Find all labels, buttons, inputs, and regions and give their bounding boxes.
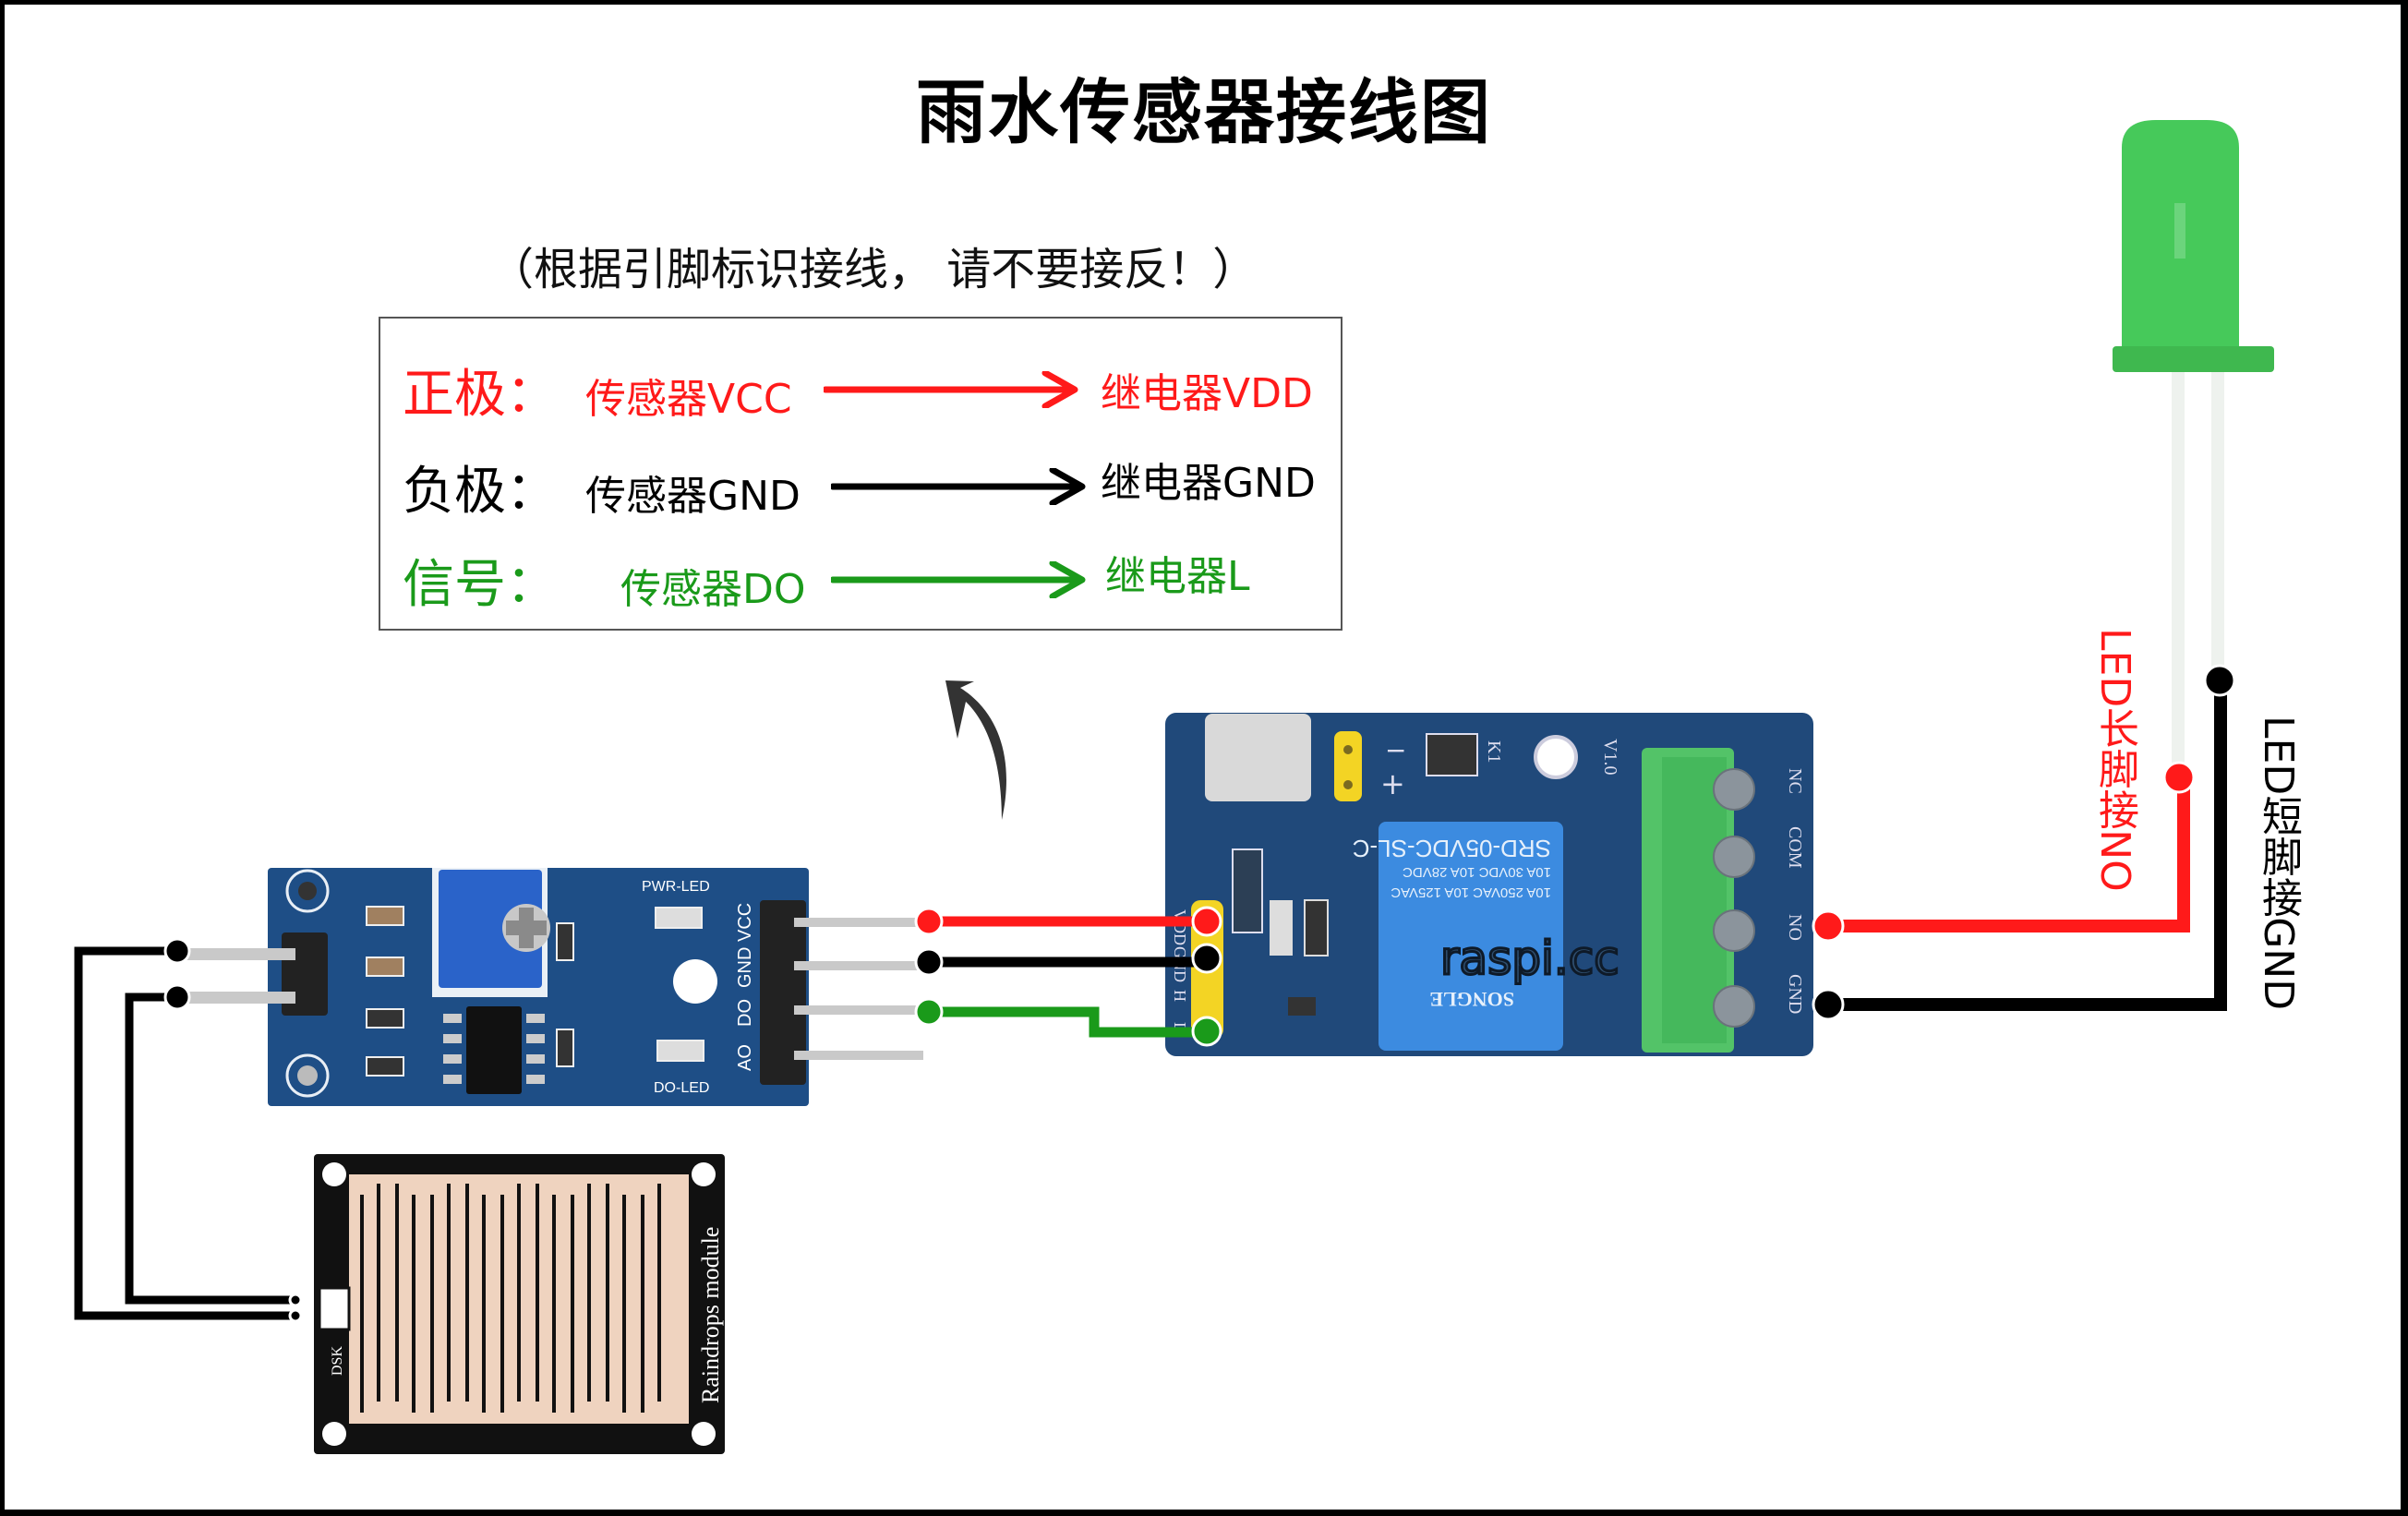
comb-trace xyxy=(641,1195,644,1413)
comb-trace xyxy=(552,1195,556,1413)
sensor-module: PWR-LED DO-LED VCC GND DO AO xyxy=(175,868,923,1106)
comb-trace xyxy=(395,1184,399,1402)
watermark: raspi.cc xyxy=(1440,932,1619,985)
wire-no-led-long xyxy=(1828,777,2190,932)
dot-relay-out-gnd xyxy=(1812,988,1845,1021)
comb-trace xyxy=(377,1184,380,1402)
page-title: 雨水传感器接线图 xyxy=(916,71,1492,153)
pin-label-vcc: VCC xyxy=(735,903,755,942)
rain-plate: Raindrops module DSK xyxy=(314,1154,725,1454)
led-component xyxy=(2113,120,2274,778)
comb-trace xyxy=(536,1184,539,1402)
comb-trace xyxy=(606,1184,609,1402)
comb-trace xyxy=(447,1184,451,1402)
comb-trace xyxy=(517,1184,521,1402)
arrow-right-icon xyxy=(831,561,1086,598)
dot-relay-no xyxy=(1812,909,1845,943)
minus-silk: − xyxy=(1385,735,1406,765)
comb-trace xyxy=(482,1195,486,1413)
dot-probe-1 xyxy=(163,937,191,965)
dot-probe-2 xyxy=(163,983,191,1011)
terminal-label-no: NO xyxy=(1785,914,1805,941)
legend-from: 传感器GND xyxy=(585,473,801,520)
led-long-leg-label: LED长脚接NO xyxy=(2091,628,2138,892)
comb-trace xyxy=(622,1195,626,1413)
terminal-label-gnd: GND xyxy=(1785,974,1805,1014)
do-led-label: DO-LED xyxy=(654,1080,709,1096)
relay-rating-1: 10A 30VDC 10A 28VDC xyxy=(1403,864,1551,880)
relay-rating-2: 10A 250VAC 10A 125VAC xyxy=(1391,884,1551,900)
pin-label-ao: AO xyxy=(735,1044,755,1071)
dot-sensor-vcc xyxy=(914,907,944,936)
comb-trace xyxy=(412,1195,415,1413)
wiring-legend: 正极： 传感器VCC 继电器VDD 负极： 传感器GND 继电器GND 信号： … xyxy=(379,317,1342,631)
dot-led-short xyxy=(2203,664,2236,697)
pin-label-do: DO xyxy=(735,999,755,1027)
dsk-label: DSK xyxy=(330,1346,345,1376)
dot-sensor-gnd xyxy=(914,947,944,977)
k1-silk: K1 xyxy=(1484,740,1504,763)
wires xyxy=(74,680,2227,1320)
relay-pin-label-vdd: VDD xyxy=(1171,909,1189,945)
terminal-label-nc: NC xyxy=(1785,768,1805,794)
junction-dots xyxy=(163,664,2236,1323)
curved-arrow-icon xyxy=(945,680,1006,820)
comb-trace xyxy=(500,1195,504,1413)
legend-row-positive: 正极： 传感器VCC 继电器VDD xyxy=(380,353,1341,427)
relay-module: − + K1 V1.0 VDD GND H L SRD-05VDC-SL-C 1… xyxy=(1165,713,1813,1056)
terminal-label-com: COM xyxy=(1785,826,1805,869)
dot-relay-vdd xyxy=(1191,906,1222,937)
wiring-note: （根据引脚标识接线， 请不要接反！） xyxy=(489,244,1258,295)
legend-to: 继电器L xyxy=(1105,553,1250,600)
relay-brand: SONGLE xyxy=(1429,988,1514,1011)
relay-model: SRD-05VDC-SL-C xyxy=(1353,835,1551,862)
dot-led-long xyxy=(2162,761,2196,794)
raindrops-module-label: Raindrops module xyxy=(697,1227,724,1403)
legend-label: 信号： xyxy=(403,555,558,615)
comb-trace xyxy=(430,1195,434,1413)
pwr-led-label: PWR-LED xyxy=(642,879,710,895)
wire-do-l xyxy=(929,1006,1208,1038)
legend-row-negative: 负极： 传感器GND 继电器GND xyxy=(380,450,1341,523)
comb-trace xyxy=(360,1195,364,1413)
wire-probe-inner xyxy=(125,993,294,1305)
legend-from: 传感器DO xyxy=(620,566,806,613)
version-silk: V1.0 xyxy=(1600,739,1620,775)
legend-from: 传感器VCC xyxy=(585,376,792,423)
dot-relay-gnd xyxy=(1191,943,1222,974)
arrow-right-icon xyxy=(831,468,1086,505)
arrow-right-icon xyxy=(824,371,1078,408)
legend-to: 继电器GND xyxy=(1101,460,1316,507)
plus-silk: + xyxy=(1380,766,1405,801)
legend-label: 负极： xyxy=(403,462,558,522)
wire-probe-outer xyxy=(74,946,294,1320)
legend-row-signal: 信号： 传感器DO 继电器L xyxy=(380,543,1341,617)
led-short-leg-label: LED短脚接GND xyxy=(2255,716,2302,1011)
dot-sensor-do xyxy=(914,997,944,1027)
comb-trace xyxy=(571,1195,574,1413)
pin-label-gnd: GND xyxy=(735,947,755,988)
dot-plate-1 xyxy=(288,1293,303,1307)
comb-trace xyxy=(465,1184,469,1402)
comb-trace xyxy=(587,1184,591,1402)
dot-relay-l xyxy=(1191,1016,1222,1047)
relay-pin-label-h: H xyxy=(1171,990,1189,1002)
dot-plate-2 xyxy=(288,1308,303,1323)
legend-to: 继电器VDD xyxy=(1101,370,1313,417)
comb-trace xyxy=(657,1184,661,1402)
wire-gnd-led-short xyxy=(1828,680,2227,1011)
legend-label: 正极： xyxy=(403,365,558,425)
